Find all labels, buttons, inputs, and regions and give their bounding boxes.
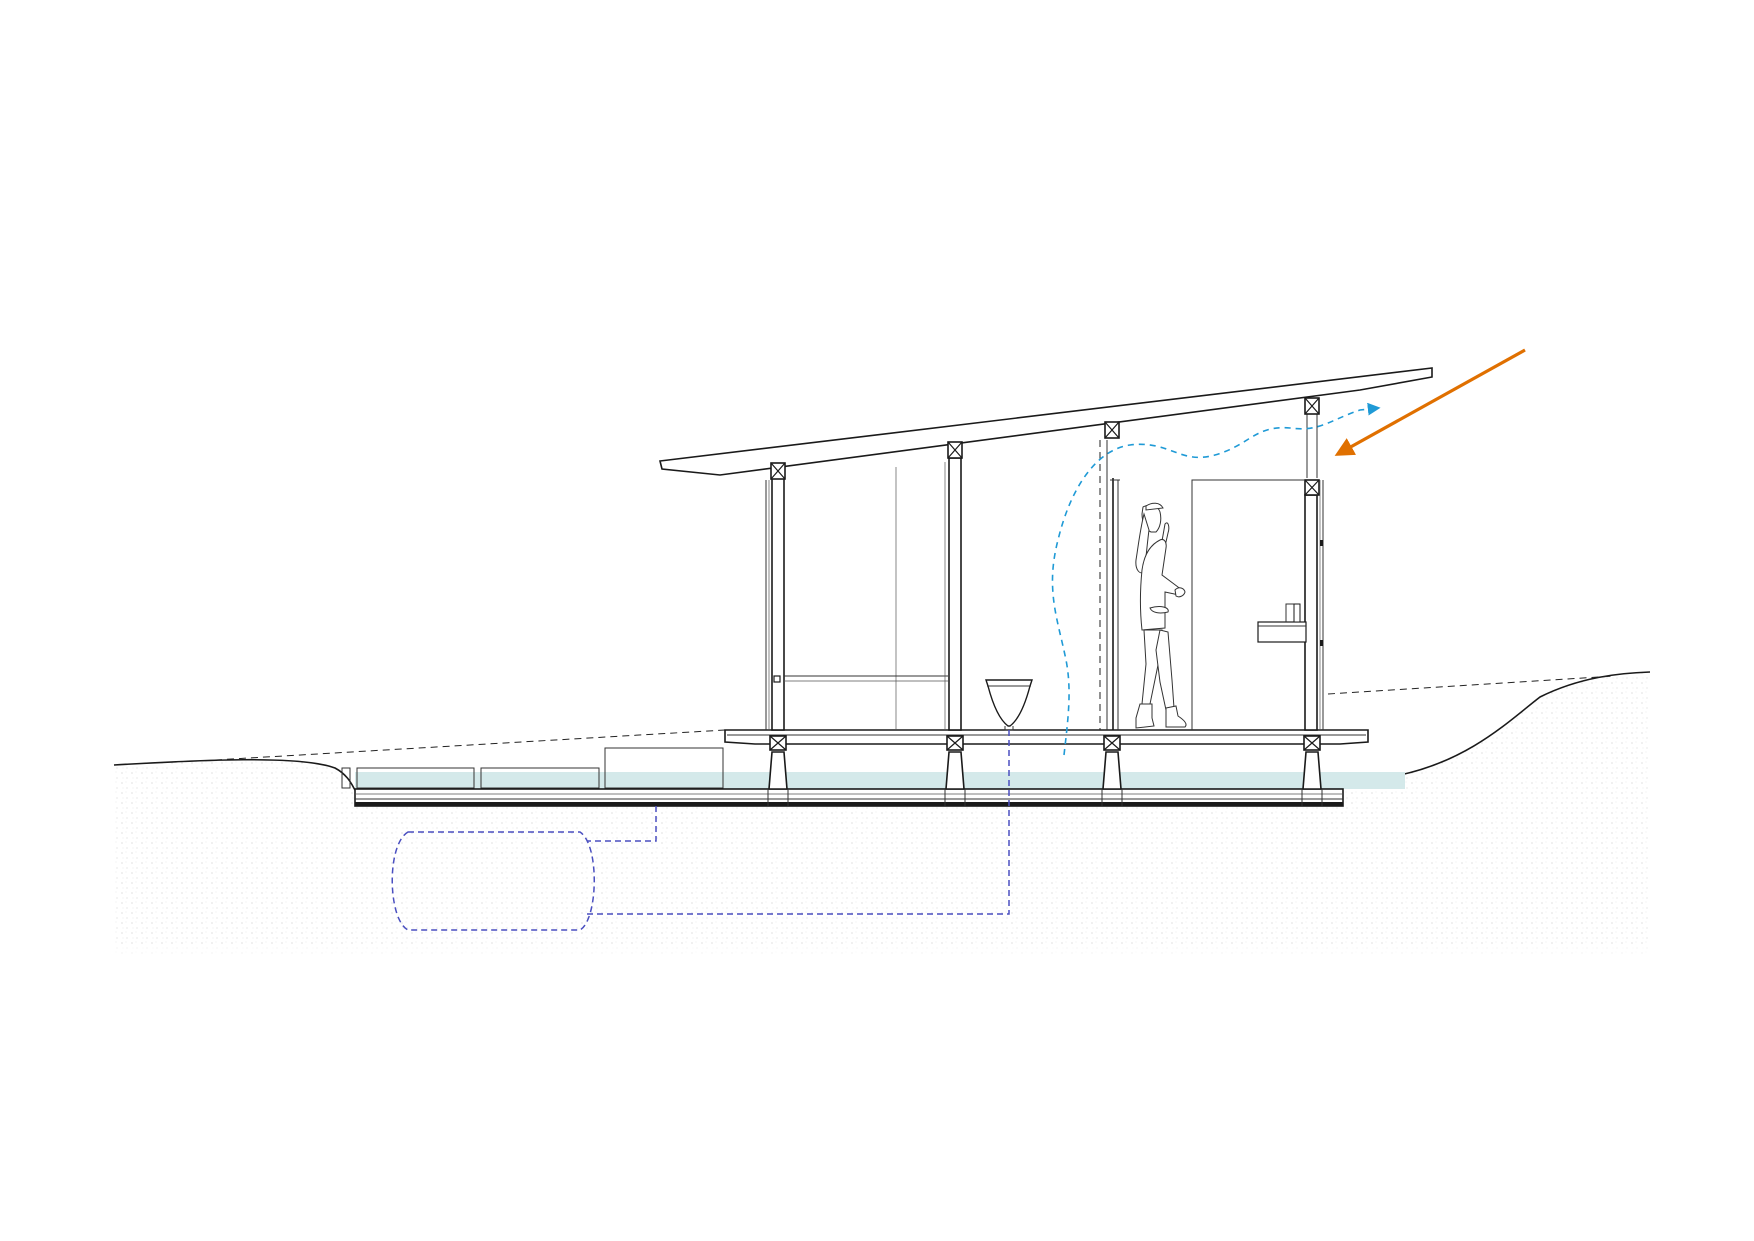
left-facade [765,462,948,730]
right-wall-hardware [1320,540,1323,646]
door-handle [773,675,781,683]
step-block-4 [604,747,724,789]
interior-partition [1099,440,1120,730]
ground-line-right [1344,671,1651,781]
columns [771,412,1318,731]
pier-footings [767,751,1323,806]
gravel-band [355,772,1405,789]
step-block-3 [480,767,600,789]
vent-pipe [587,806,657,842]
door-frame [1191,479,1305,730]
soil-fill [114,672,1650,955]
slab-base [355,802,1343,806]
grade-dashed-left [214,729,726,761]
step-block-2 [356,767,475,789]
fade-bottom [114,945,1650,960]
toilet-icon [985,679,1033,731]
orange-arrow-icon [1334,348,1526,456]
floor-deck [724,729,1369,745]
roof [659,367,1433,476]
blue-dashed-arrow-icon [1051,402,1381,756]
drain-pipe [586,730,1010,915]
step-block-1 [341,767,351,789]
dashed-tank-outline [391,831,595,931]
roof-beam-xboxes [770,397,1320,496]
floor-beam-xboxes [769,735,1321,751]
sink-icon [1257,603,1307,643]
person-figure-icon [1135,502,1187,729]
